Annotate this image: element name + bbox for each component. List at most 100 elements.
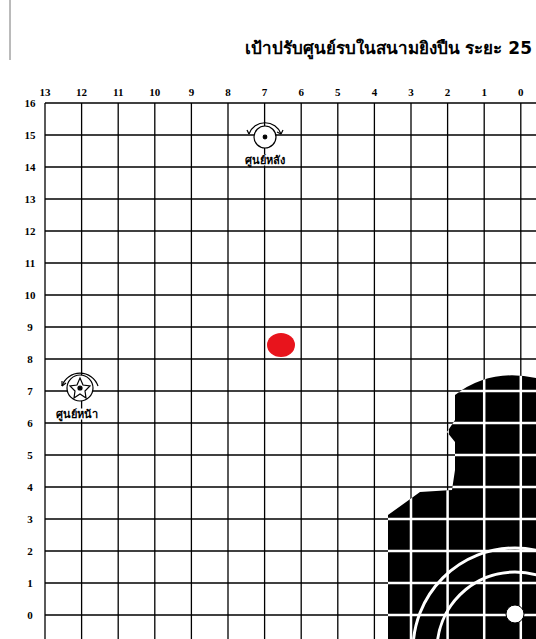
- grid-line: [484, 103, 485, 639]
- axis-number: 4: [27, 482, 33, 493]
- grid-line: [118, 103, 119, 639]
- axis-number: 8: [27, 354, 33, 365]
- grid-line: [45, 198, 536, 201]
- grid-line: [45, 486, 536, 487]
- grid-line: [45, 486, 536, 489]
- axis-number: 3: [408, 87, 414, 98]
- grid-line: [45, 294, 536, 297]
- grid-line: [45, 358, 536, 361]
- grid-line: [263, 103, 266, 639]
- grid-line: [191, 103, 192, 639]
- grid-line: [44, 103, 45, 639]
- grid-line: [45, 518, 536, 521]
- grid-line: [227, 103, 230, 639]
- grid-line: [45, 550, 536, 553]
- grid-line: [154, 103, 157, 639]
- grid-line: [447, 103, 448, 639]
- grid-line: [117, 103, 120, 639]
- grid-line: [45, 262, 536, 265]
- grid-line: [446, 103, 449, 639]
- grid-line: [301, 103, 302, 639]
- grid-line: [45, 518, 536, 519]
- grid-line: [45, 582, 536, 585]
- grid-line: [45, 134, 536, 137]
- grid-line: [45, 134, 536, 135]
- axis-number: 5: [27, 450, 33, 461]
- grid-line: [80, 103, 83, 639]
- grid-line: [483, 103, 486, 639]
- silhouette-grid: [45, 103, 536, 639]
- title: เป้าปรับศูนย์รบในสนามยิงปืน ระยะ 25: [245, 34, 533, 61]
- center-dot: [506, 605, 524, 623]
- grid-line: [45, 262, 536, 263]
- axis-number: 13: [40, 87, 51, 98]
- grid-line: [45, 614, 536, 615]
- axis-number: 2: [27, 546, 33, 557]
- axis-number: 1: [27, 578, 33, 589]
- axis-number: 2: [445, 87, 451, 98]
- grid-line: [45, 550, 536, 551]
- grid-line: [410, 103, 413, 639]
- scoring-rings: [413, 548, 536, 639]
- grid-line: [45, 422, 536, 425]
- axis-number: 7: [262, 87, 268, 98]
- grid-line: [337, 103, 340, 639]
- grid-line: [45, 166, 536, 167]
- front-sight-icon: [62, 373, 98, 401]
- grid-line: [45, 582, 536, 583]
- axis-number: 0: [27, 610, 33, 621]
- axis-number: 14: [25, 162, 36, 173]
- grid-line: [227, 103, 228, 639]
- grid-line: [45, 102, 536, 105]
- grid-line: [337, 103, 338, 639]
- grid-line: [44, 103, 47, 639]
- grid-line: [520, 103, 523, 639]
- grid-line: [410, 103, 411, 639]
- axis-number: 5: [335, 87, 341, 98]
- axis-number: 4: [372, 87, 378, 98]
- grid-line: [45, 390, 536, 391]
- grid-line: [264, 103, 265, 639]
- axis-number: 1: [481, 87, 487, 98]
- grid-line: [45, 102, 536, 103]
- grid-line: [45, 614, 536, 617]
- grid-line: [45, 294, 536, 295]
- grid-line: [45, 390, 536, 393]
- grid-line: [45, 358, 536, 359]
- axis-number: 15: [25, 130, 36, 141]
- grid-line: [81, 103, 82, 639]
- grid-line: [45, 454, 536, 457]
- axis-number: 9: [27, 322, 33, 333]
- axis-number: 11: [25, 258, 35, 269]
- axis-number: 6: [27, 418, 33, 429]
- grid-line: [45, 326, 536, 329]
- axis-number: 7: [27, 386, 33, 397]
- axis-number: 11: [113, 87, 123, 98]
- axis-number: 12: [76, 87, 87, 98]
- grid-line: [45, 326, 536, 327]
- axis-number: 10: [149, 87, 160, 98]
- grid-line: [373, 103, 376, 639]
- axis-number: 12: [25, 226, 36, 237]
- grid-line: [300, 103, 303, 639]
- grid-line: [154, 103, 155, 639]
- grid-line: [45, 166, 536, 169]
- grid-line: [520, 103, 521, 639]
- grid-line: [45, 422, 536, 423]
- grid-line: [190, 103, 193, 639]
- grid-line: [45, 454, 536, 455]
- axis-number: 9: [189, 87, 195, 98]
- sight-label: ศูนย์หลัง: [244, 155, 286, 166]
- axis-number: 16: [25, 98, 36, 109]
- axis-number: 6: [298, 87, 304, 98]
- sight-label: ศูนย์หน้า: [55, 409, 99, 420]
- grid-lines: [45, 103, 536, 639]
- grid-line: [45, 230, 536, 233]
- page-border: [10, 0, 11, 60]
- axis-number: 8: [225, 87, 231, 98]
- axis-number: 3: [27, 514, 33, 525]
- axis-number: 10: [25, 290, 36, 301]
- impact-dot: [267, 333, 295, 357]
- grid-line: [45, 230, 536, 231]
- rear-sight-icon: [247, 123, 283, 148]
